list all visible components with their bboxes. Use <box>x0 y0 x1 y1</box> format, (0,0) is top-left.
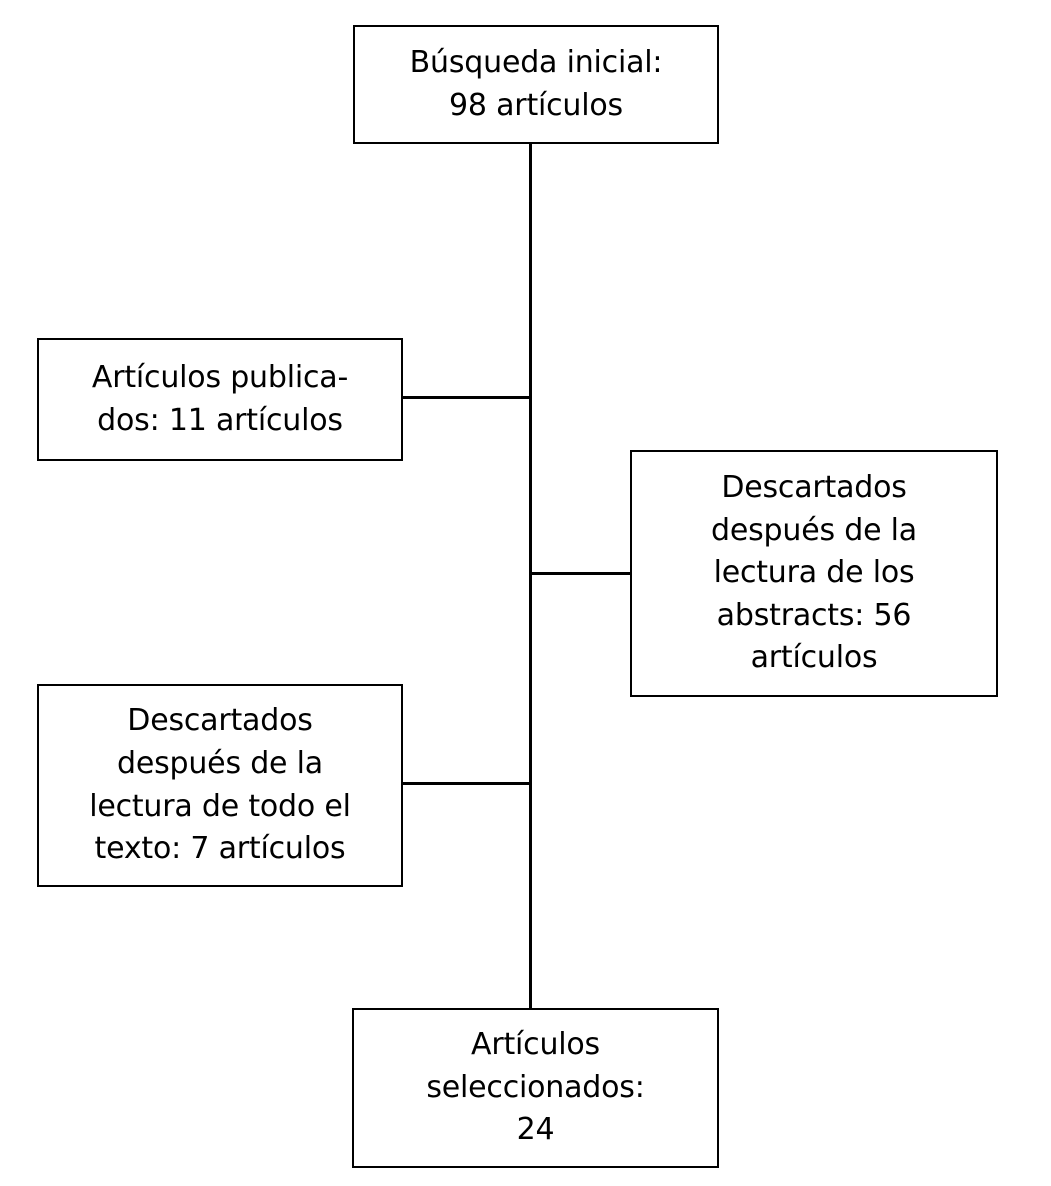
node-discarded-after-abstracts: Descartados después de la lectura de los… <box>630 450 998 697</box>
node-selected-articles: Artículos seleccionados: 24 <box>352 1008 719 1168</box>
node-published-articles: Artículos publica- dos: 11 artículos <box>37 338 403 461</box>
node-discarded-after-fulltext: Descartados después de la lectura de tod… <box>37 684 403 887</box>
node-discarded-after-abstracts-label: Descartados después de la lectura de los… <box>711 470 917 676</box>
node-selected-articles-label: Artículos seleccionados: 24 <box>426 1027 645 1148</box>
connector-to-discarded-after-abstracts <box>529 572 632 575</box>
connector-to-discarded-after-fulltext <box>401 782 531 785</box>
node-initial-search: Búsqueda inicial: 98 artículos <box>353 25 719 144</box>
connector-main-spine <box>529 142 532 1010</box>
node-discarded-after-fulltext-label: Descartados después de la lectura de tod… <box>89 703 351 867</box>
connector-to-published-articles <box>401 396 531 399</box>
node-published-articles-label: Artículos publica- dos: 11 artículos <box>91 359 349 438</box>
node-initial-search-label: Búsqueda inicial: 98 artículos <box>409 44 663 123</box>
